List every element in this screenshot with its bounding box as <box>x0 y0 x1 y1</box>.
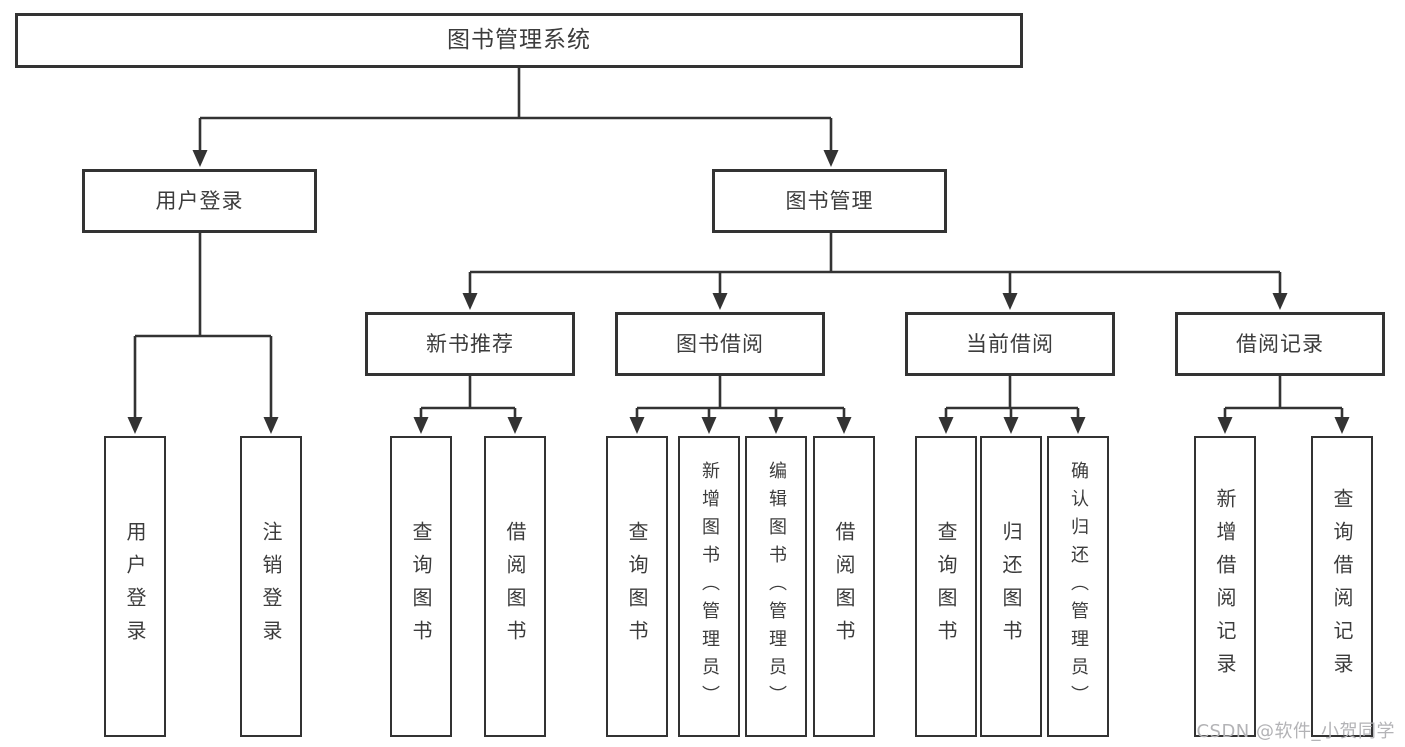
node-user-login: 用户登录 <box>82 169 317 233</box>
node-current-borrow: 当前借阅 <box>905 312 1115 376</box>
leaf-add-borrow-record: 新增借阅记录 <box>1194 436 1256 737</box>
leaf-add-books-admin: 新增图书（管理员） <box>678 436 740 737</box>
leaf-borrow-books-recommend: 借阅图书 <box>484 436 546 737</box>
node-borrow-records: 借阅记录 <box>1175 312 1385 376</box>
node-book-management: 图书管理 <box>712 169 947 233</box>
leaf-return-books: 归还图书 <box>980 436 1042 737</box>
leaf-logout: 注销登录 <box>240 436 302 737</box>
leaf-confirm-return-admin: 确认归还（管理员） <box>1047 436 1109 737</box>
node-new-book-recommend: 新书推荐 <box>365 312 575 376</box>
node-root-library-system: 图书管理系统 <box>15 13 1023 68</box>
csdn-watermark: CSDN @软件_小贺同学 <box>1196 721 1395 742</box>
leaf-query-books-recommend: 查询图书 <box>390 436 452 737</box>
leaf-borrow-books: 借阅图书 <box>813 436 875 737</box>
leaf-user-login: 用户登录 <box>104 436 166 737</box>
leaf-query-books-current: 查询图书 <box>915 436 977 737</box>
node-book-borrow: 图书借阅 <box>615 312 825 376</box>
leaf-query-borrow-record: 查询借阅记录 <box>1311 436 1373 737</box>
leaf-query-books-borrow: 查询图书 <box>606 436 668 737</box>
leaf-edit-books-admin: 编辑图书（管理员） <box>745 436 807 737</box>
